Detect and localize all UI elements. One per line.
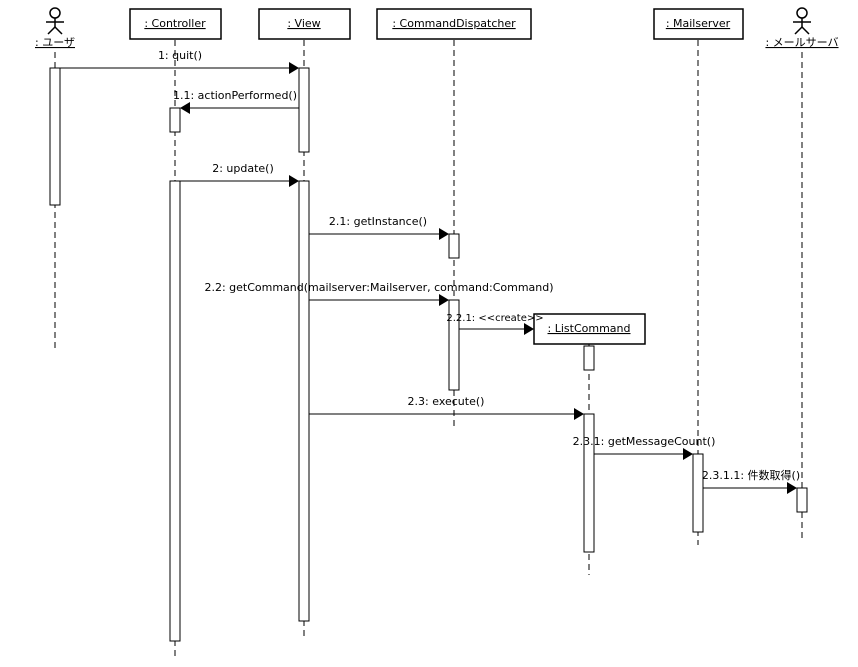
object-box-dispatcher xyxy=(376,8,532,40)
lifeline-label-mailserver: : Mailserver xyxy=(666,17,731,30)
message-2-3-1-1 xyxy=(703,482,797,494)
message-2-1 xyxy=(309,228,449,240)
message-1-1 xyxy=(180,102,299,114)
message-label-1: 1: quit() xyxy=(158,49,202,62)
lifeline-label-listcommand: : ListCommand xyxy=(548,322,631,335)
lifeline-label-controller: : Controller xyxy=(144,17,206,30)
message-label-2-3-1-1: 2.3.1.1: 件数取得() xyxy=(702,469,800,482)
message-label-2-1: 2.1: getInstance() xyxy=(329,215,427,228)
message-label-2-3-1: 2.3.1: getMessageCount() xyxy=(573,435,716,448)
message-2-2-1 xyxy=(459,323,534,335)
message-1 xyxy=(60,62,299,74)
activation-user xyxy=(49,67,61,206)
activation-view-2 xyxy=(298,180,310,622)
message-label-2-3: 2.3: execute() xyxy=(408,395,485,408)
message-label-2-2: 2.2: getCommand(mailserver:Mailserver, c… xyxy=(204,281,553,294)
message-2-3 xyxy=(309,408,584,420)
message-2-2 xyxy=(309,294,449,306)
activation-view-1 xyxy=(298,67,310,153)
message-label-1-1: 1.1: actionPerformed() xyxy=(173,89,297,102)
lifeline-label-mailsrv-actor: : メールサーバ xyxy=(765,36,838,49)
object-box-controller xyxy=(129,8,222,40)
object-box-mailserver xyxy=(653,8,744,40)
lifeline-label-dispatcher: : CommandDispatcher xyxy=(392,17,516,30)
activation-listcommand-2 xyxy=(583,413,595,553)
activation-mailsrv-actor xyxy=(796,487,808,513)
activation-dispatcher-2 xyxy=(448,299,460,391)
object-box-view xyxy=(258,8,351,40)
message-label-2-2-1: 2.2.1: <<create>> xyxy=(446,313,543,324)
message-2-3-1 xyxy=(594,448,693,460)
activation-controller-2 xyxy=(169,180,181,642)
activation-controller-1 xyxy=(169,107,181,133)
lifeline-label-user: : ユーザ xyxy=(35,36,75,49)
actor-mailserver-icon xyxy=(793,7,811,35)
activation-listcommand-1 xyxy=(583,345,595,371)
activation-mailserver xyxy=(692,453,704,533)
activation-dispatcher-1 xyxy=(448,233,460,259)
message-2 xyxy=(180,175,299,187)
actor-user-icon xyxy=(46,7,64,35)
message-label-2: 2: update() xyxy=(212,162,274,175)
lifeline-label-view: : View xyxy=(287,17,320,30)
